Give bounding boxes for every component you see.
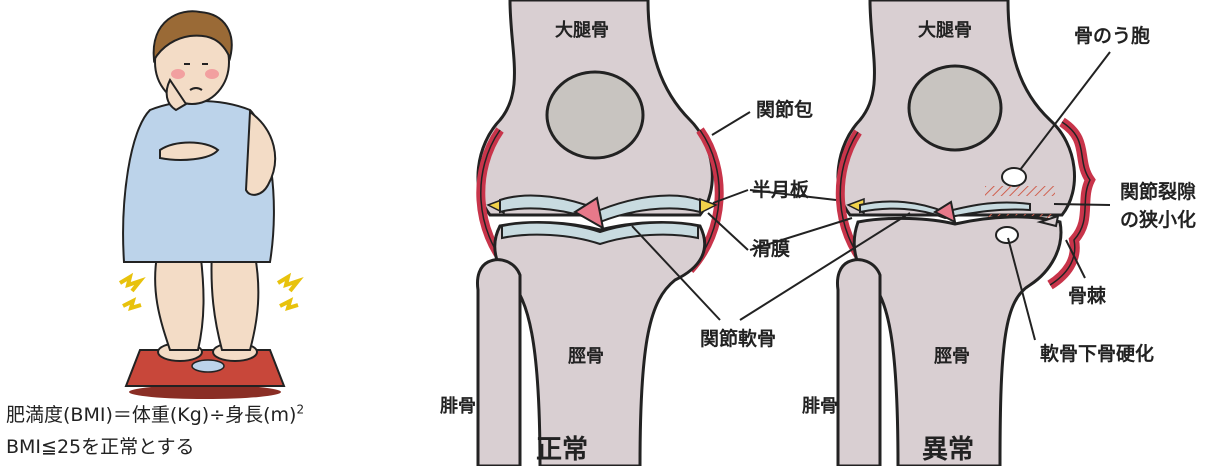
abnormal-title: 異常 [922, 435, 974, 465]
bone-cyst [1002, 168, 1026, 186]
spur-label: 骨棘 [1068, 285, 1107, 307]
normal-tibia-label: 脛骨 [568, 346, 604, 367]
person-figure [120, 11, 298, 399]
cartilage-label: 関節軟骨 [700, 327, 776, 350]
cyst-label: 骨のう胞 [1074, 24, 1150, 47]
synovium-label: 滑膜 [752, 237, 790, 260]
meniscus-label: 半月板 [752, 178, 810, 201]
gap-label-line1: 関節裂隙 [1120, 180, 1196, 203]
bmi-formula: 肥満度(BMI)＝体重(Kg)÷身長(m)2 [6, 400, 304, 427]
normal-title: 正常 [536, 435, 588, 465]
sclerosis-upper [985, 186, 1055, 196]
abnormal-knee [837, 0, 1090, 466]
capsule-label: 関節包 [756, 98, 813, 121]
bmi-criterion: BMI≦25を正常とする [6, 432, 195, 459]
pain-marks-icon [120, 277, 298, 291]
normal-fibula-label: 腓骨 [440, 396, 476, 417]
abnormal-tibia-label: 脛骨 [934, 346, 970, 367]
bmi-formula-text: 肥満度(BMI)＝体重(Kg)÷身長(m) [6, 404, 296, 426]
bmi-exponent: 2 [296, 403, 304, 417]
abnormal-femur-label: 大腿骨 [918, 19, 972, 41]
normal-knee [477, 0, 719, 466]
normal-femur-label: 大腿骨 [555, 19, 609, 41]
abnormal-fibula-label: 腓骨 [802, 396, 838, 417]
gap-label-line2: の狭小化 [1120, 208, 1196, 231]
bathroom-scale [126, 350, 284, 399]
sclerosis-label: 軟骨下骨硬化 [1040, 342, 1154, 365]
